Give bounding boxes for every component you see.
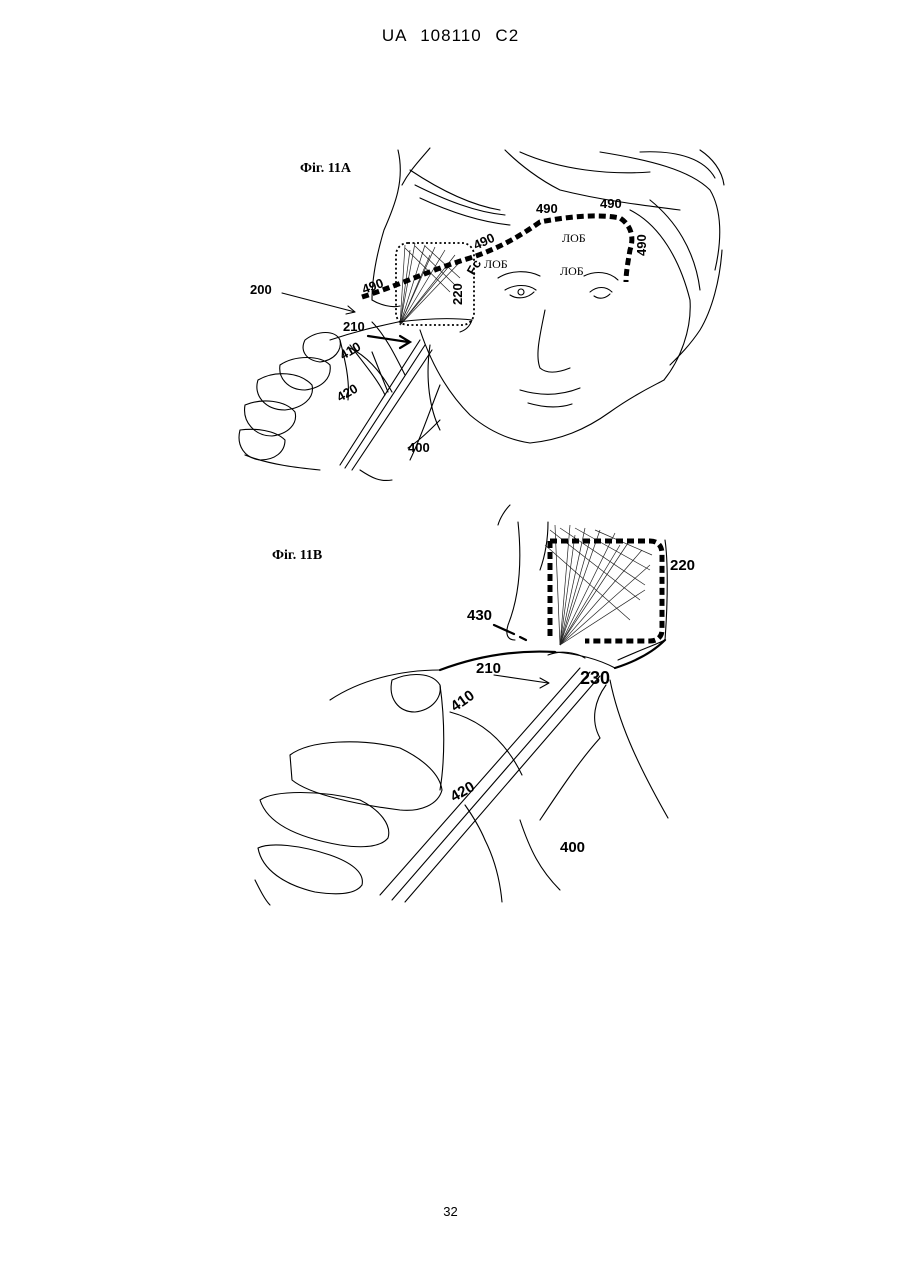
- hand-illustration-a: [239, 333, 392, 481]
- ref-400-a: 400: [408, 440, 430, 455]
- ref-490-mid: 490: [471, 230, 497, 253]
- figure-11b-caption: Фіг. 11В: [272, 548, 322, 563]
- ref-410-b: 410: [448, 687, 478, 715]
- ref-200: 200: [250, 282, 272, 297]
- leader-430-dash: [520, 637, 526, 640]
- ref-490-top: 490: [536, 201, 558, 216]
- ref-430: 430: [467, 607, 492, 624]
- ref-210-b: 210: [476, 660, 501, 677]
- figure-11a: Фіг. 11А: [239, 148, 724, 481]
- ref-230: 230: [580, 668, 610, 688]
- ref-220-a: 220: [450, 283, 465, 305]
- arc-410-b: [450, 712, 522, 775]
- ref-210-a: 210: [343, 319, 365, 334]
- ref-420-b: 420: [448, 778, 478, 805]
- ref-420-a: 420: [334, 381, 360, 405]
- ref-400-b: 400: [560, 839, 585, 856]
- label-lob-1: ЛОБ: [484, 257, 508, 271]
- ref-490-right: 490: [634, 234, 649, 256]
- arrow-210-b: [494, 675, 548, 683]
- label-lob-3: ЛОБ: [560, 264, 584, 278]
- ref-490-left: 490: [360, 275, 386, 297]
- page-number: 32: [0, 1204, 901, 1219]
- hand-illustration-b: [255, 675, 560, 905]
- leader-430: [494, 625, 514, 634]
- figure-11b: Фіг. 11В: [255, 505, 695, 905]
- leader-200: [282, 293, 355, 312]
- label-lob-2: ЛОБ: [562, 231, 586, 245]
- figure-11a-caption: Фіг. 11А: [300, 161, 352, 176]
- ref-220-b: 220: [670, 557, 695, 574]
- ref-490-topright: 490: [600, 196, 622, 211]
